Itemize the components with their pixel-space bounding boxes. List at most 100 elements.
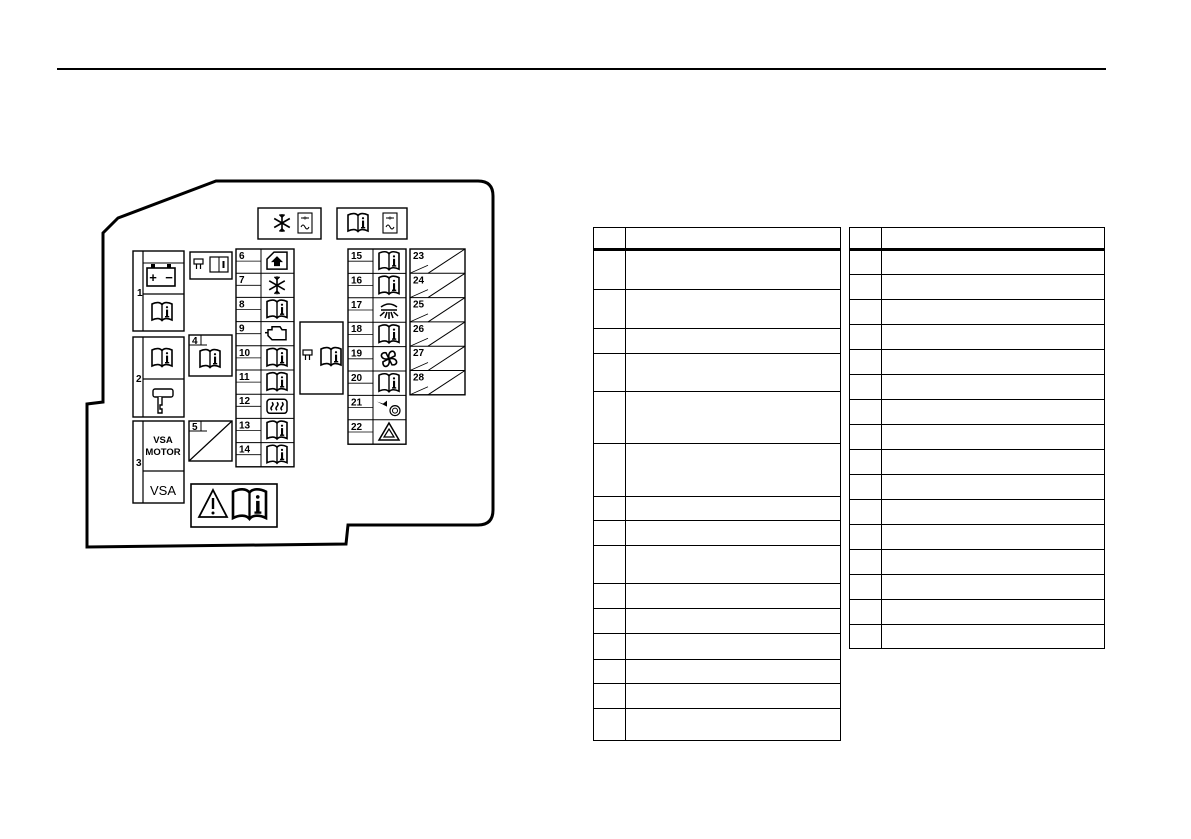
fuse-small-relay-a: [189, 251, 233, 280]
fan-icon: [380, 350, 398, 368]
table-row: [593, 496, 841, 521]
owners-manual-icon: [266, 444, 288, 465]
vsa-motor-label-1: VSA: [153, 435, 173, 446]
table-row: [849, 274, 1105, 300]
fuse-desc-cell: [625, 708, 841, 741]
fuse-number: 16: [351, 275, 363, 286]
fuse-2-group: 2: [132, 336, 185, 418]
fuse-number: 17: [351, 300, 363, 311]
fuse-table-left: [593, 227, 841, 741]
fuse-number: 28: [413, 373, 425, 384]
fuse-no-cell: [849, 349, 882, 375]
header-rule: [57, 68, 1106, 70]
fuse-no-cell: [593, 633, 626, 660]
fuse-4-group: 4: [188, 334, 233, 377]
fuse-desc-cell: [625, 608, 841, 634]
fuse-no-cell: [849, 624, 882, 649]
owners-manual-icon: [266, 347, 288, 368]
fuse-desc-cell: [625, 633, 841, 660]
owners-manual-icon: [266, 420, 288, 440]
owners-manual-icon: [266, 371, 288, 392]
fuse-5-group: 5: [188, 420, 233, 462]
fuse-number: 3: [136, 458, 142, 469]
fuse-number: 13: [239, 420, 251, 431]
fuse-number: 22: [351, 422, 363, 433]
fuse-desc-cell: [881, 499, 1105, 525]
table-row: [849, 474, 1105, 500]
fuse-no-cell: [593, 328, 626, 354]
fuse-desc-cell: [625, 545, 841, 584]
table-row: [849, 399, 1105, 425]
fuse-no-cell: [849, 274, 882, 300]
table-row: [849, 549, 1105, 575]
fuse-no-cell: [593, 353, 626, 392]
table-row: [593, 443, 841, 497]
fuse-number: 11: [239, 372, 250, 383]
horn-brake-icon: [377, 400, 401, 417]
owners-manual-icon: [199, 348, 221, 369]
fuse-no-cell: [849, 474, 882, 500]
fuse-no-cell: [593, 496, 626, 521]
table-row: [593, 249, 841, 290]
owners-manual-icon: [378, 250, 400, 271]
fuse-no-cell: [849, 249, 882, 275]
fuse-desc-cell: [625, 583, 841, 609]
fuse-no-cell: [593, 608, 626, 634]
table-row: [593, 683, 841, 709]
table-row: [593, 545, 841, 584]
fuse-desc-cell: [881, 449, 1105, 475]
table-row: [593, 520, 841, 546]
fuse-no-cell: [849, 399, 882, 425]
table-row: [593, 633, 841, 660]
fuse-desc-cell: [625, 391, 841, 444]
fuse-no-cell: [849, 574, 882, 600]
table-row: [593, 391, 841, 444]
table-row: [849, 424, 1105, 450]
fuse-desc-cell: [881, 274, 1105, 300]
fuse-number: 26: [413, 324, 425, 335]
headlight-icon: [379, 303, 399, 319]
fuse-desc-cell: [625, 683, 841, 709]
fuse-desc-cell: [881, 624, 1105, 649]
owners-manual-icon: [266, 299, 288, 319]
fuse-no-cell: [849, 499, 882, 525]
fuse-no-cell: [849, 549, 882, 575]
hazard-icon: [377, 421, 401, 441]
fuse-number: 4: [192, 336, 198, 347]
fuse-no-cell: [593, 583, 626, 609]
fuse-no-cell: [849, 374, 882, 400]
fuse-number: 27: [413, 348, 425, 359]
top-relay-ac: [257, 207, 322, 240]
fuse-desc-cell: [881, 399, 1105, 425]
fuse-no-cell: [849, 324, 882, 350]
table-header-cell: [593, 227, 626, 251]
fuse-desc-cell: [881, 474, 1105, 500]
fuse-no-cell: [593, 520, 626, 546]
table-row: [849, 599, 1105, 625]
fuse-number: 18: [351, 324, 363, 335]
power-window-icon: [266, 251, 288, 270]
fuse-no-cell: [593, 391, 626, 444]
fuse-number: 14: [239, 445, 251, 456]
fuse-number: 10: [239, 348, 251, 359]
fuse-no-cell: [849, 299, 882, 325]
table-row: [849, 449, 1105, 475]
table-header-row: [593, 227, 841, 251]
fuse-desc-cell: [625, 443, 841, 497]
table-row: [849, 524, 1105, 550]
fuse-number: 25: [413, 300, 425, 311]
table-row: [849, 574, 1105, 600]
fuse-desc-cell: [881, 249, 1105, 275]
fuse-number: 5: [192, 422, 198, 433]
key-icon: [152, 388, 174, 414]
battery-minus: −: [165, 270, 173, 285]
fuse-no-cell: [593, 708, 626, 741]
table-header-cell: [849, 227, 882, 251]
battery-plus: +: [149, 270, 157, 285]
fuse-no-cell: [593, 659, 626, 684]
fuse-desc-cell: [881, 424, 1105, 450]
fuse-desc-cell: [625, 496, 841, 521]
